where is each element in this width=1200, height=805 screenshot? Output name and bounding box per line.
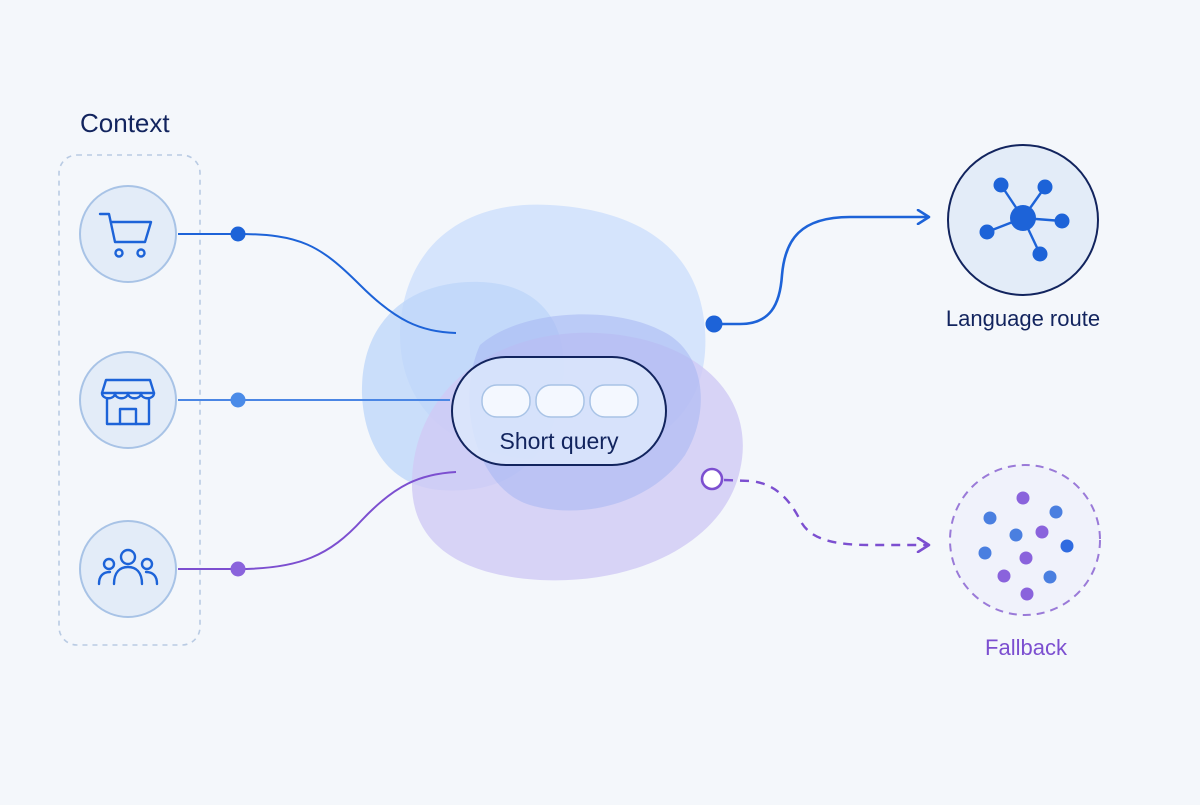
context-title: Context [80,108,170,138]
network-hub-icon [979,177,1070,262]
shopping-cart-icon [98,212,153,258]
fallback-connector-dot [700,467,724,491]
fallback-arrow [723,478,928,545]
connector-dot-cart [230,226,246,242]
fallback-node [949,464,1101,616]
scattered-dots-icon [978,491,1074,601]
query-token-1 [481,384,531,418]
route-connector-dot [705,315,723,333]
context-item-people [79,520,177,618]
fallback-label: Fallback [985,635,1067,660]
connector-dot-store [230,392,246,408]
language-route-label: Language route [945,306,1101,331]
connector-dot-people [230,561,246,577]
language-route-node [947,144,1099,296]
query-token-3 [589,384,639,418]
context-item-store [79,351,177,449]
people-group-icon [97,548,159,586]
context-connectors [178,226,457,577]
short-query-pill [451,356,667,466]
route-arrow [714,217,928,326]
storefront-icon [100,378,156,426]
context-item-cart [79,185,177,283]
short-query-label: Short query [499,428,619,454]
query-token-2 [535,384,585,418]
